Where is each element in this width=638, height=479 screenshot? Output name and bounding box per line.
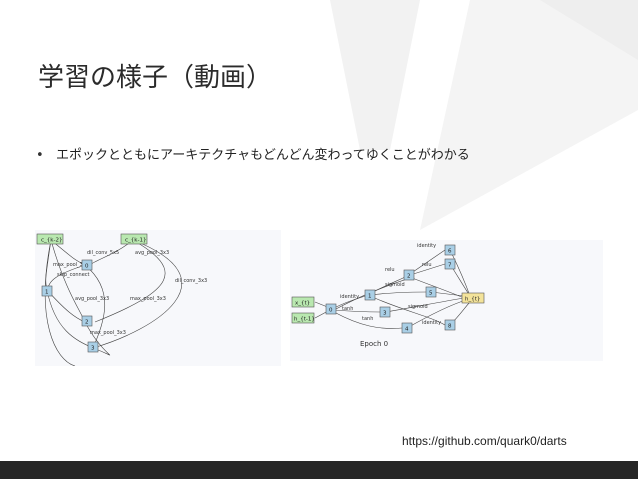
node-label: c_{k-2} [41, 238, 62, 244]
output-node [461, 292, 485, 304]
node-label: 0 [329, 308, 333, 314]
node-label: 3 [383, 311, 387, 317]
input-node [291, 296, 315, 308]
node-label: 1 [45, 290, 49, 296]
node-label: x_{t} [295, 301, 310, 307]
node-label: 2 [85, 320, 89, 326]
edge-label: identity [417, 243, 436, 249]
edge-label: skip_connect [57, 272, 90, 278]
node-label: 1 [368, 294, 372, 300]
node-label: 6 [448, 249, 452, 255]
node-label: 2 [407, 274, 411, 280]
edge-label: identity [422, 320, 441, 326]
input-node [36, 233, 64, 245]
inner-node [379, 306, 391, 318]
node-label: 5 [429, 291, 433, 297]
inner-node [444, 319, 456, 331]
node-label: 0 [85, 264, 89, 270]
edge-label: avg_pool_3x3 [75, 296, 109, 302]
edge-label: max_pool_3x3 [53, 262, 89, 268]
inner-node [325, 303, 337, 315]
slide-title: 学習の様子（動画） [38, 63, 273, 93]
rnn-cell-graph-svg: identity relu identity sigmoid tanh relu… [291, 243, 485, 348]
node-label: 8 [448, 324, 452, 330]
input-node [291, 312, 315, 324]
inner-node [41, 285, 53, 297]
edge-label: tanh [342, 306, 353, 312]
edge-label: avg_pool_3x3 [135, 250, 169, 256]
node-label: c_{k-1} [125, 238, 146, 244]
edge-label: sigmoid [408, 304, 428, 310]
bullet-text: エポックとともにアーキテクチャもどんどん変わってゆくことがわかる [56, 148, 470, 163]
edge-label: dil_conv_5x5 [87, 250, 119, 256]
bullet-dot: • [36, 148, 44, 163]
cnn-cell-graph: dil_conv_5x5 avg_pool_3x3 max_pool_3x3 s… [35, 230, 281, 367]
inner-node [444, 244, 456, 256]
inner-node [81, 259, 93, 271]
edge-label: identity [340, 294, 359, 300]
edge-label: tanh [362, 316, 373, 322]
edge-label: dil_conv_3x3 [175, 278, 207, 284]
edge-label: max_pool_3x3 [130, 296, 166, 302]
node-label: h_{t} [465, 297, 480, 303]
node-label: 3 [91, 346, 95, 352]
cnn-cell-graph-svg: dil_conv_5x5 avg_pool_3x3 max_pool_3x3 s… [36, 233, 207, 367]
inner-node [444, 258, 456, 270]
edge-label: max_pool_3x3 [90, 330, 126, 336]
node-label: h_{t-1} [294, 317, 315, 323]
inner-node [81, 315, 93, 327]
source-url: https://github.com/quark0/darts [402, 434, 567, 448]
edge-label: sigmoid [385, 282, 405, 288]
input-node [120, 233, 148, 245]
inner-node [364, 289, 376, 301]
inner-node [425, 286, 437, 298]
bullet-item: • エポックとともにアーキテクチャもどんどん変わってゆくことがわかる [36, 147, 470, 165]
node-label: 7 [448, 263, 452, 269]
edge-label: relu [385, 267, 395, 273]
rnn-cell-graph: identity relu identity sigmoid tanh relu… [290, 240, 603, 361]
footer-bar [0, 461, 638, 479]
inner-node [401, 322, 413, 334]
epoch-label: Epoch 0 [360, 340, 388, 348]
inner-node [403, 269, 415, 281]
inner-node [87, 341, 99, 353]
edge-label: relu [422, 262, 432, 268]
node-label: 4 [405, 327, 409, 333]
